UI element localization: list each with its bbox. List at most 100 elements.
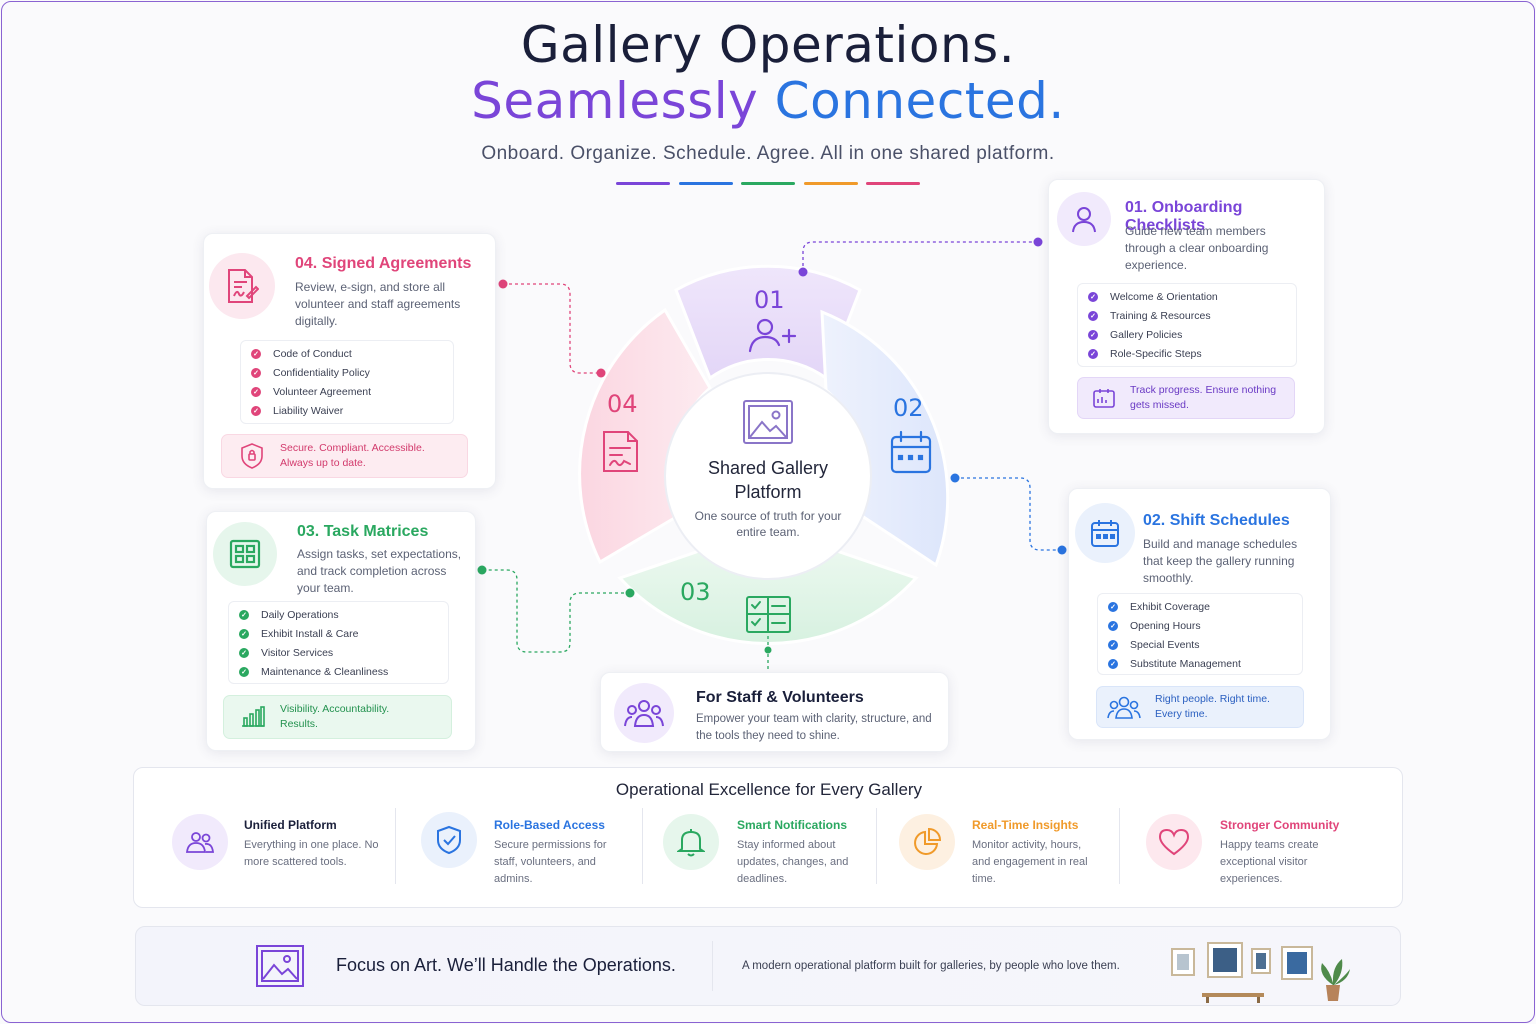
check-icon: ✓ [239, 628, 249, 639]
shifts-description: Build and manage schedules that keep the… [1143, 537, 1298, 585]
connector-dot-03b [477, 565, 487, 575]
staff-card: For Staff & Volunteers Empower your team… [600, 672, 949, 752]
segment-number-02: 02 [893, 394, 924, 422]
feature-desc-insights: Monitor activity, hours, and engagement … [972, 839, 1088, 885]
excellence-panel: Operational Excellence for Every Gallery… [133, 767, 1403, 908]
page-title-line2: Seamlessly Connected. [0, 72, 1536, 130]
check-icon: ✓ [239, 647, 249, 658]
people-icon [614, 683, 674, 743]
accent-rule-orange [804, 182, 858, 185]
signed-document-icon [209, 253, 275, 319]
agreements-title: 04. Signed Agreements [295, 255, 472, 272]
feature-divider [395, 808, 396, 884]
people-icon [172, 814, 228, 870]
bell-icon [663, 814, 719, 870]
onboarding-checklist: ✓Welcome & Orientation ✓Training & Resou… [1077, 283, 1297, 367]
onboarding-callout-text: Track progress. Ensure nothing gets miss… [1130, 384, 1277, 411]
check-icon: ✓ [1088, 329, 1098, 340]
accent-rule-green [741, 182, 795, 185]
list-item: ✓Substitute Management [1108, 654, 1292, 673]
connector-04 [503, 283, 601, 374]
accent-rule-pink [866, 182, 920, 185]
tasks-checklist: ✓Daily Operations ✓Exhibit Install & Car… [228, 601, 449, 684]
connector-dot-04b [596, 368, 606, 378]
shifts-card: 02. Shift Schedules Build and manage sch… [1068, 488, 1331, 740]
check-icon: ✓ [1108, 658, 1118, 669]
shifts-callout: Right people. Right time. Every time. [1096, 686, 1304, 728]
connector-02 [955, 477, 1062, 551]
tasks-callout: Visibility. Accountability. Results. [223, 695, 452, 739]
calendar-icon [1075, 503, 1135, 563]
title-connected: Connected. [774, 72, 1065, 130]
tasks-card: 03. Task Matrices Assign tasks, set expe… [206, 511, 476, 751]
feature-divider [1119, 808, 1120, 884]
people-icon [1107, 696, 1141, 719]
agreements-card: 04. Signed Agreements Review, e-sign, an… [203, 233, 496, 489]
list-item: ✓Daily Operations [239, 605, 438, 624]
connector-dot-02b [1057, 545, 1067, 555]
shifts-title: 02. Shift Schedules [1143, 512, 1290, 529]
connector-dot-staff [764, 646, 772, 654]
image-frame-icon [256, 945, 304, 987]
excellence-heading: Operational Excellence for Every Gallery [615, 780, 923, 799]
list-item: ✓Confidentiality Policy [251, 363, 443, 382]
list-item: ✓Liability Waiver [251, 401, 443, 420]
calendar-icon [890, 430, 932, 474]
connector-dot-01b [1033, 237, 1043, 247]
agreements-description: Review, e-sign, and store all volunteer … [295, 280, 461, 328]
staff-title: For Staff & Volunteers [696, 689, 864, 706]
check-icon: ✓ [251, 348, 261, 359]
list-item: ✓Opening Hours [1108, 616, 1292, 635]
connector-dot-02a [950, 473, 960, 483]
list-item: ✓Exhibit Coverage [1108, 597, 1292, 616]
feature-divider [876, 808, 877, 884]
check-icon: ✓ [239, 666, 249, 677]
bar-chart-icon [242, 706, 265, 727]
check-icon: ✓ [239, 609, 249, 620]
onboarding-title: 01. Onboarding Checklists [1125, 199, 1243, 234]
progress-board-icon [1093, 389, 1115, 408]
page-title: Gallery Operations. [520, 16, 1016, 74]
staff-description: Empower your team with clarity, structur… [696, 713, 932, 742]
user-icon [1057, 192, 1111, 246]
center-title: Shared Gallery Platform [707, 458, 829, 502]
center-description: One source of truth for your entire team… [694, 509, 842, 539]
list-item: ✓Gallery Policies [1088, 325, 1286, 344]
segment-number-03: 03 [680, 578, 711, 606]
feature-title-notifications: Smart Notifications [737, 818, 848, 832]
check-icon: ✓ [251, 367, 261, 378]
check-icon: ✓ [1108, 601, 1118, 612]
pie-chart-icon [899, 814, 955, 870]
feature-title-unified: Unified Platform [244, 818, 337, 832]
footer-banner: Focus on Art. We’ll Handle the Operation… [135, 926, 1401, 1006]
feature-desc-role: Secure permissions for staff, volunteers… [494, 839, 607, 885]
connector-03 [482, 569, 630, 653]
feature-desc-notifications: Stay informed about updates, changes, an… [737, 839, 849, 885]
list-item: ✓Role-Specific Steps [1088, 344, 1286, 363]
onboarding-callout: Track progress. Ensure nothing gets miss… [1077, 377, 1295, 419]
check-icon: ✓ [1088, 348, 1098, 359]
wheel-segment-01 [674, 264, 862, 381]
tasks-description: Assign tasks, set expectations, and trac… [297, 547, 462, 595]
feature-title-role: Role-Based Access [494, 818, 605, 832]
feature-desc-community: Happy teams create exceptional visitor e… [1220, 839, 1319, 885]
check-icon: ✓ [1108, 639, 1118, 650]
segment-number-01: 01 [754, 286, 785, 314]
connector-dot-03a [625, 588, 635, 598]
shifts-checklist: ✓Exhibit Coverage ✓Opening Hours ✓Specia… [1097, 593, 1303, 675]
gallery-wall-illustration [1171, 942, 1350, 1003]
footer-tagline: Focus on Art. We’ll Handle the Operation… [336, 955, 676, 975]
feature-desc-unified: Everything in one place. No more scatter… [244, 839, 379, 868]
grid-icon [213, 522, 277, 586]
list-item: ✓Code of Conduct [251, 344, 443, 363]
connector-dot-01a [798, 267, 808, 277]
tasks-callout-text: Visibility. Accountability. Results. [280, 703, 390, 730]
title-seamlessly: Seamlessly [471, 72, 759, 130]
signed-document-icon [603, 431, 638, 472]
shield-lock-icon [241, 443, 263, 469]
connector-dot-04a [498, 279, 508, 289]
agreements-callout-text: Secure. Compliant. Accessible. Always up… [280, 442, 425, 469]
shield-check-icon [421, 812, 477, 868]
image-frame-icon [743, 400, 793, 444]
